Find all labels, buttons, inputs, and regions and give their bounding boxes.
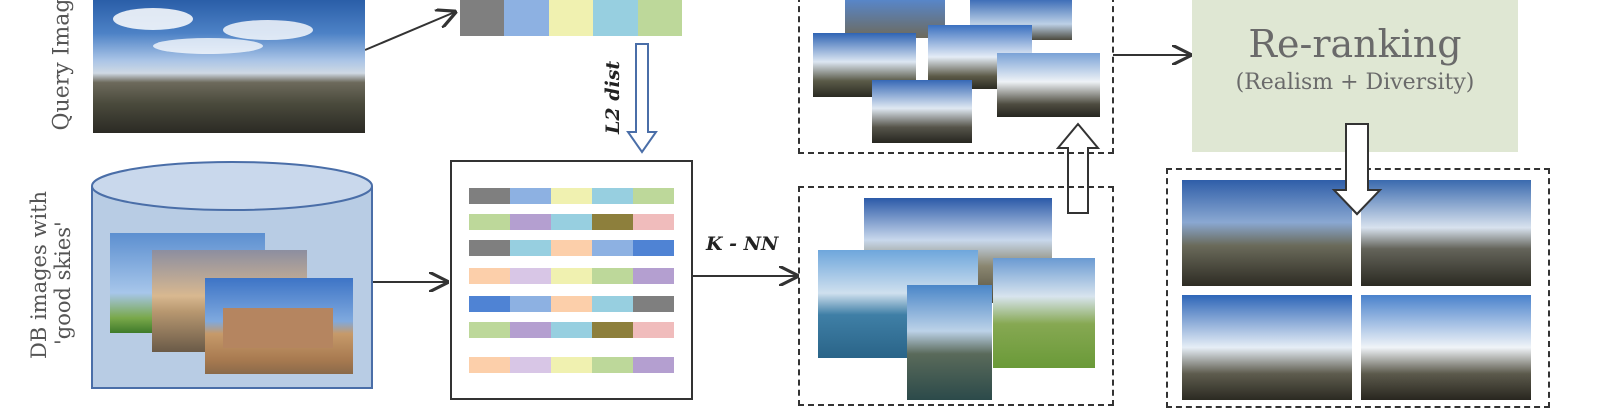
feature-cell [592,296,633,312]
knn-thumb [907,285,992,400]
feature-cell [592,268,633,284]
feature-cell [633,357,674,373]
db-feature-row [469,188,674,204]
db-feature-row [469,214,674,230]
final-result-2 [1361,180,1531,286]
feature-cell [510,296,551,312]
retrieved-thumb [872,80,972,143]
feature-cell [633,214,674,230]
db-cylinder-top [91,161,373,211]
feature-cell [469,357,510,373]
feature-cell [592,214,633,230]
arrow-query-to-feature [364,12,455,51]
final-result-3 [1182,295,1352,400]
feature-cell [592,357,633,373]
feature-cell [510,357,551,373]
feature-cell [633,322,674,338]
feature-cell [510,188,551,204]
db-label-line1: DB images with [27,190,51,359]
feature-cell [469,296,510,312]
final-result-4 [1361,295,1531,400]
db-feature-row [469,240,674,256]
feature-cell [504,0,549,36]
feature-cell [469,188,510,204]
feature-cell [551,268,592,284]
feature-cell [637,0,683,36]
db-feature-row [469,296,674,312]
l2-dist-label: L2 dist [602,60,624,134]
feature-cell [469,240,510,256]
retrieved-thumb [997,53,1100,117]
feature-cell [592,240,633,256]
reranking-subtitle: (Realism + Diversity) [1235,70,1475,95]
feature-cell [551,357,592,373]
query-image [93,0,365,133]
cloud [113,8,193,30]
cloud [223,20,313,40]
feature-cell [593,0,638,36]
feature-cell [633,240,674,256]
feature-cell [510,214,551,230]
cloud [153,38,263,54]
db-feature-row [469,268,674,284]
feature-cell [633,188,674,204]
feature-cell [551,188,592,204]
feature-cell [551,214,592,230]
query-feature-vector [460,0,683,36]
reranking-title: Re-ranking [1248,22,1462,66]
feature-cell [592,188,633,204]
feature-cell [551,240,592,256]
feature-cell [469,268,510,284]
query-image-label: Query Imag [49,0,75,131]
feature-cell [469,214,510,230]
knn-thumb [993,258,1095,368]
feature-cell [548,0,594,36]
feature-cell [633,268,674,284]
final-result-1 [1182,180,1352,286]
feature-cell [510,268,551,284]
db-feature-row [469,357,674,373]
db-feature-row [469,322,674,338]
castle-shape [223,308,333,348]
feature-cell [510,240,551,256]
feature-cell [551,296,592,312]
feature-cell [510,322,551,338]
db-label-line2: 'good skies' [51,221,75,345]
retrieved-set-top [798,0,1114,154]
hollow-arrow-l2 [626,43,658,154]
feature-cell [469,322,510,338]
knn-label: K - NN [706,233,779,255]
feature-cell [633,296,674,312]
db-image-castle [205,278,353,374]
feature-cell [592,322,633,338]
hollow-arrow-up [1055,122,1101,214]
feature-cell [551,322,592,338]
feature-cell [460,0,505,36]
